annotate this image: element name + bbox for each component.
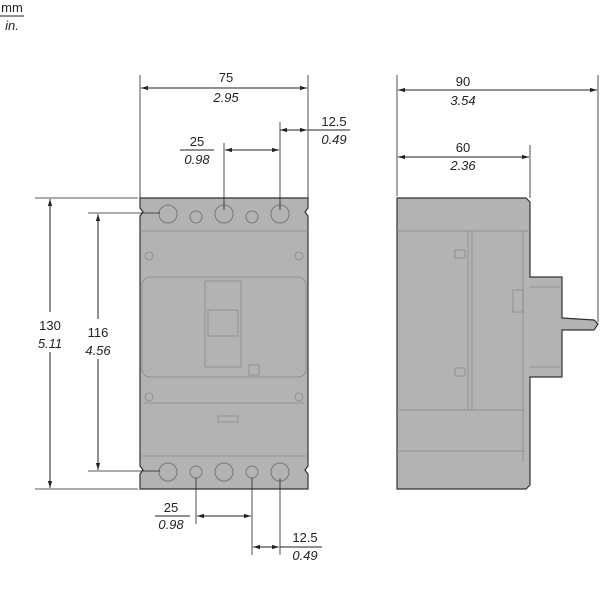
units-legend: mm in. xyxy=(0,0,24,33)
front-width-dimension: 75 2.95 xyxy=(139,70,309,198)
svg-text:4.56: 4.56 xyxy=(85,343,111,358)
bottom-terminals xyxy=(158,462,290,482)
side-view xyxy=(396,197,599,490)
svg-text:0.98: 0.98 xyxy=(184,152,210,167)
svg-text:60: 60 xyxy=(456,140,470,155)
test-button xyxy=(248,364,260,376)
top-offset-dimension: 12.5 0.49 xyxy=(280,114,350,147)
bottom-offset-dimension: 12.5 0.49 xyxy=(253,478,322,563)
front-view xyxy=(139,197,309,490)
body-depth-dimension: 60 2.36 xyxy=(398,140,531,198)
svg-text:25: 25 xyxy=(190,134,204,149)
svg-text:130: 130 xyxy=(39,318,61,333)
svg-text:0.98: 0.98 xyxy=(158,517,184,532)
terminal-spacing-dimension: 116 4.56 xyxy=(85,212,160,472)
unit-in: in. xyxy=(5,18,19,33)
svg-text:90: 90 xyxy=(456,74,470,89)
svg-text:3.54: 3.54 xyxy=(450,93,475,108)
total-depth-dimension: 90 3.54 xyxy=(396,74,599,322)
svg-text:116: 116 xyxy=(88,325,109,340)
svg-text:25: 25 xyxy=(164,500,178,515)
svg-text:12.5: 12.5 xyxy=(292,530,317,545)
toggle-handle xyxy=(204,280,242,368)
height-dimension: 130 5.11 xyxy=(35,197,138,490)
bottom-pitch-dimension: 25 0.98 xyxy=(155,478,253,555)
svg-text:0.49: 0.49 xyxy=(292,548,317,563)
svg-text:0.49: 0.49 xyxy=(321,132,346,147)
svg-text:75: 75 xyxy=(219,70,233,85)
svg-text:2.95: 2.95 xyxy=(212,90,239,105)
unit-mm: mm xyxy=(1,0,23,15)
svg-text:2.36: 2.36 xyxy=(449,158,476,173)
svg-text:12.5: 12.5 xyxy=(321,114,346,129)
top-pitch-dimension: 25 0.98 xyxy=(180,122,281,210)
top-terminals xyxy=(158,204,290,224)
svg-text:5.11: 5.11 xyxy=(38,336,62,351)
